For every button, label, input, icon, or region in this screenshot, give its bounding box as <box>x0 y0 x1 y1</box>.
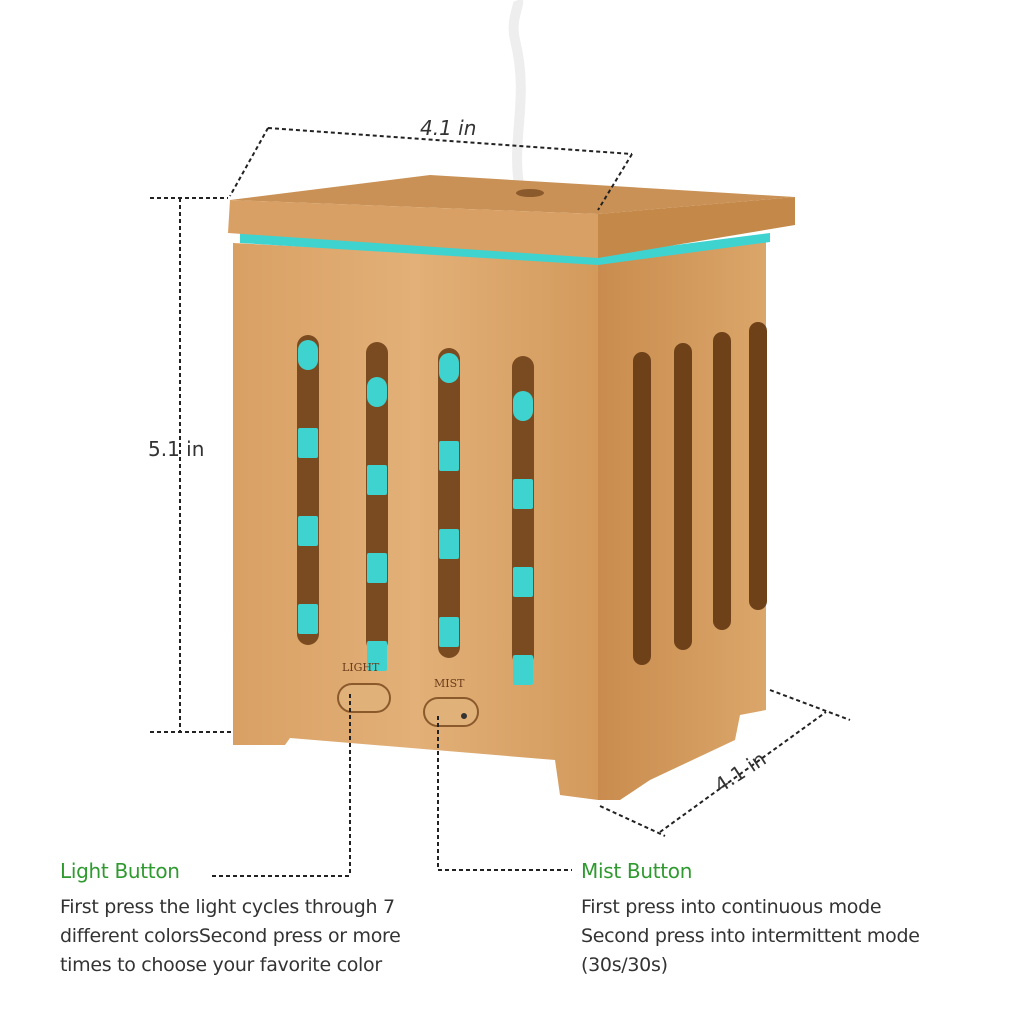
mist-button-title: Mist Button <box>581 859 693 883</box>
desc-line: First press the light cycles through 7 <box>60 896 395 918</box>
side-slot <box>674 343 692 650</box>
light-window <box>439 441 459 471</box>
mist-plume <box>508 0 526 191</box>
front-slots <box>297 335 534 685</box>
light-window <box>513 567 533 597</box>
lid-top <box>230 175 795 214</box>
side-slot <box>749 322 767 610</box>
light-window <box>439 529 459 559</box>
desc-line: times to choose your favorite color <box>60 954 382 976</box>
side-slot <box>633 352 651 665</box>
light-window <box>367 377 387 407</box>
light-window <box>298 428 318 458</box>
light-window <box>513 479 533 509</box>
light-window <box>298 604 318 634</box>
desc-line: (30s/30s) <box>581 954 668 976</box>
width-label: 4.1 in <box>420 116 477 140</box>
desc-line: First press into continuous mode <box>581 896 882 918</box>
front-face <box>233 243 598 800</box>
light-window <box>367 553 387 583</box>
light-window <box>439 353 459 383</box>
light-window <box>298 516 318 546</box>
mist-button[interactable] <box>423 697 479 727</box>
lid-side <box>598 197 795 258</box>
side-slots <box>633 322 767 665</box>
light-strip <box>240 232 770 265</box>
light-window <box>439 617 459 647</box>
light-button-description: First press the light cycles through 7 d… <box>60 893 401 980</box>
dimension-lines <box>150 127 851 877</box>
lid-front <box>228 200 598 258</box>
light-window <box>367 641 387 671</box>
light-button[interactable] <box>337 683 391 713</box>
light-window <box>513 391 533 421</box>
side-slot <box>713 332 731 630</box>
light-button-title: Light Button <box>60 859 180 883</box>
mist-outlet <box>516 189 544 197</box>
light-engraving: LIGHT <box>342 661 380 674</box>
light-window <box>367 465 387 495</box>
desc-line: different colorsSecond press or more <box>60 925 401 947</box>
light-window <box>513 655 533 685</box>
mist-engraving: MIST <box>434 677 465 690</box>
light-window <box>298 340 318 370</box>
desc-line: Second press into intermittent mode <box>581 925 920 947</box>
front-slot <box>438 348 460 658</box>
front-slot <box>297 335 319 645</box>
height-label: 5.1 in <box>148 437 205 461</box>
mist-button-description: First press into continuous mode Second … <box>581 893 920 980</box>
